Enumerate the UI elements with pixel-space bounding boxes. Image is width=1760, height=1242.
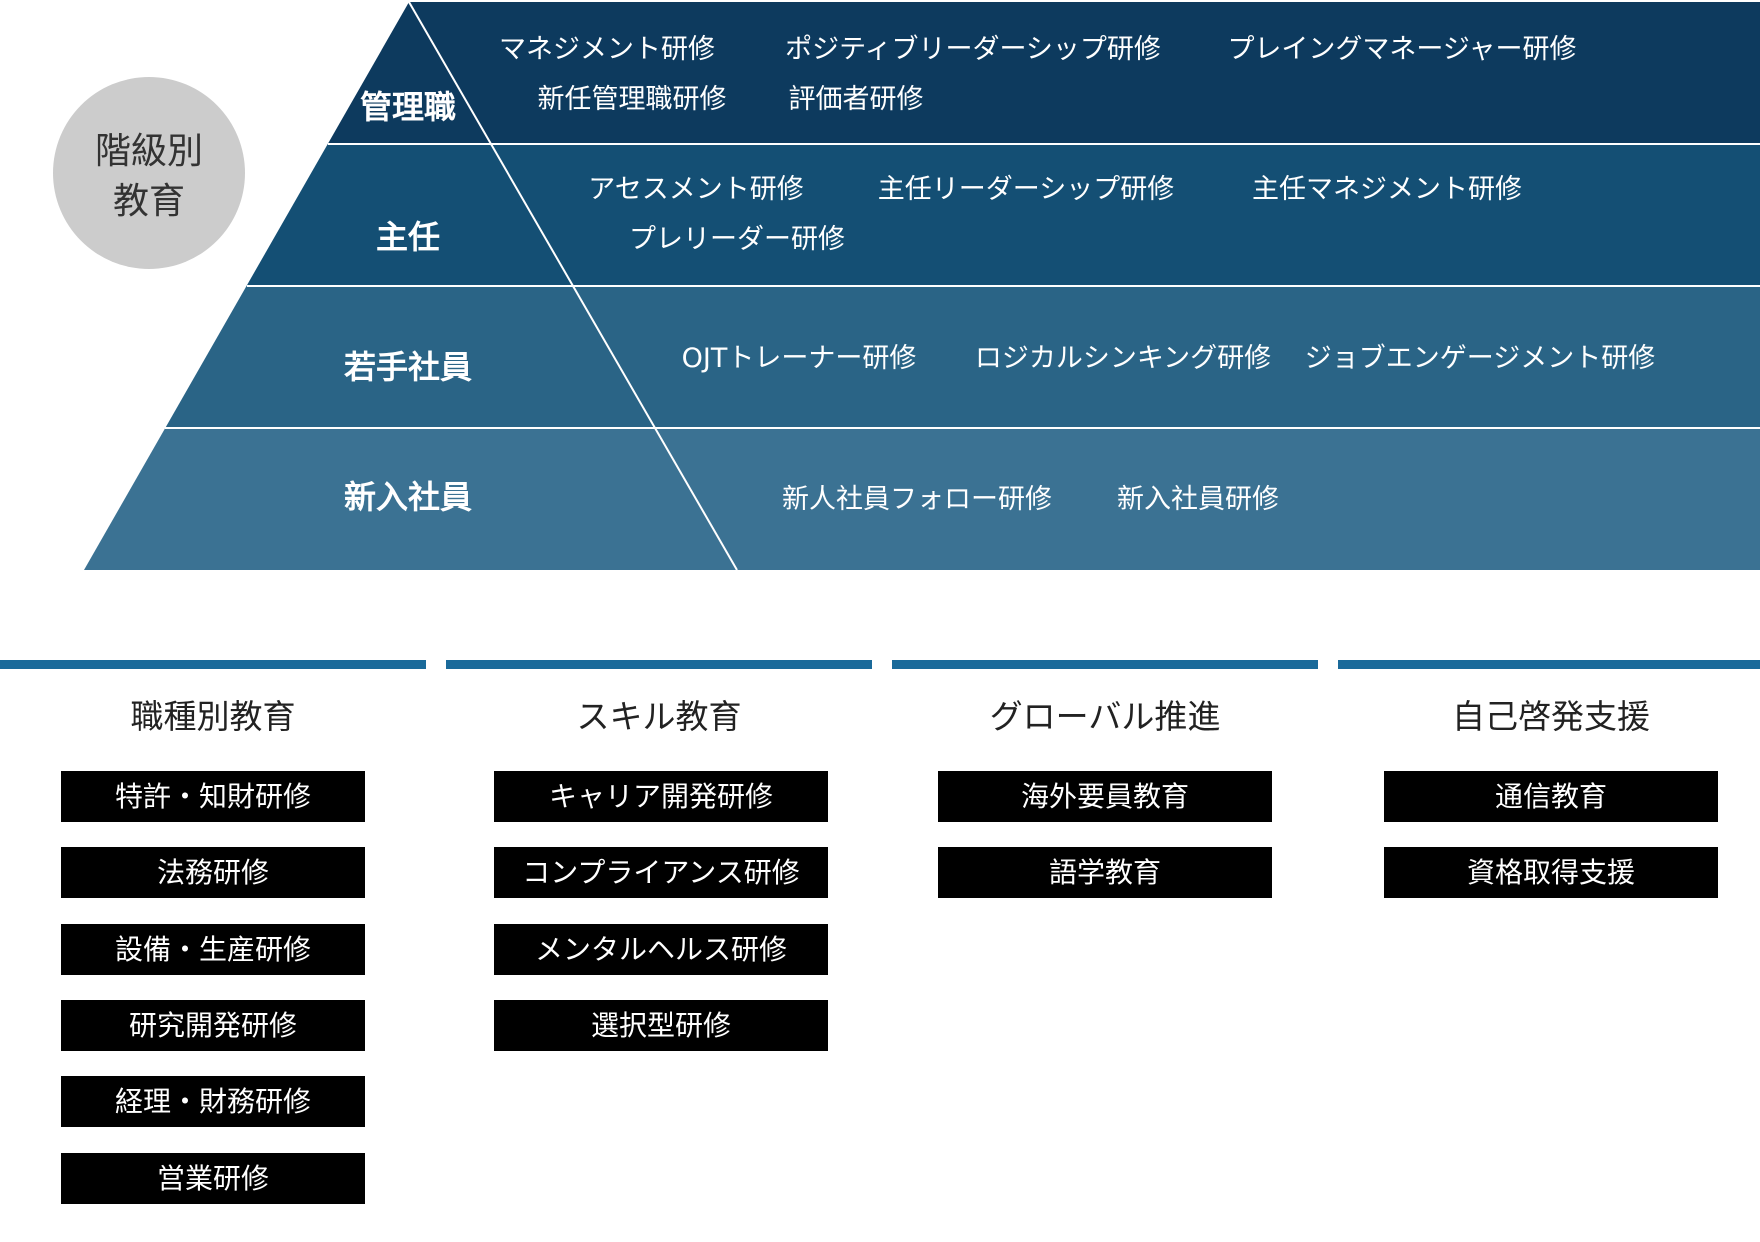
course-item: アセスメント研修 bbox=[588, 174, 803, 205]
category-item: 営業研修 bbox=[61, 1153, 365, 1204]
category-item: 設備・生産研修 bbox=[61, 924, 365, 975]
level-circle bbox=[53, 77, 245, 269]
category-item: メンタルヘルス研修 bbox=[494, 924, 828, 975]
category-item: 資格取得支援 bbox=[1384, 847, 1718, 898]
category-title: グローバル推進 bbox=[989, 697, 1221, 736]
category-item: 選択型研修 bbox=[494, 1000, 828, 1051]
tier-label-management: 管理職 bbox=[360, 88, 456, 126]
category-title: スキル教育 bbox=[576, 697, 742, 736]
circle-label-line2: 教育 bbox=[113, 181, 185, 222]
category-skill: スキル教育 キャリア開発研修 コンプライアンス研修 メンタルヘルス研修 選択型研… bbox=[446, 660, 872, 1051]
category-item: コンプライアンス研修 bbox=[494, 847, 828, 898]
course-item: OJTトレーナー研修 bbox=[682, 343, 917, 374]
category-item: 海外要員教育 bbox=[938, 771, 1272, 822]
tier-label-young: 若手社員 bbox=[344, 348, 472, 386]
course-item: ジョブエンゲージメント研修 bbox=[1305, 343, 1655, 374]
category-item: 研究開発研修 bbox=[61, 1000, 365, 1051]
pyramid-diagonal bbox=[408, 1, 738, 571]
category-item: 特許・知財研修 bbox=[61, 771, 365, 822]
category-title: 自己啓発支援 bbox=[1452, 697, 1650, 736]
course-item: マネジメント研修 bbox=[499, 34, 715, 65]
course-item: プレリーダー研修 bbox=[629, 224, 845, 255]
course-item: プレイングマネージャー研修 bbox=[1227, 34, 1576, 65]
category-item: キャリア開発研修 bbox=[494, 771, 828, 822]
circle-label-line1: 階級別 bbox=[95, 131, 203, 172]
category-rule bbox=[892, 660, 1318, 669]
course-item: ロジカルシンキング研修 bbox=[975, 343, 1271, 374]
top-gap bbox=[409, 0, 1760, 2]
category-rule bbox=[0, 660, 426, 669]
category-item: 法務研修 bbox=[61, 847, 365, 898]
course-item: 主任マネジメント研修 bbox=[1252, 174, 1522, 205]
category-item: 語学教育 bbox=[938, 847, 1272, 898]
course-item: 新任管理職研修 bbox=[538, 84, 727, 115]
course-item: ポジティブリーダーシップ研修 bbox=[785, 34, 1161, 65]
course-item: 主任リーダーシップ研修 bbox=[878, 174, 1174, 205]
category-selfdev: 自己啓発支援 通信教育 資格取得支援 bbox=[1338, 660, 1760, 898]
category-rule bbox=[1338, 660, 1760, 669]
category-item: 経理・財務研修 bbox=[61, 1076, 365, 1127]
course-item: 評価者研修 bbox=[789, 84, 924, 115]
course-item: 新人社員フォロー研修 bbox=[782, 484, 1052, 515]
tier-label-chief: 主任 bbox=[376, 218, 440, 256]
course-item: 新入社員研修 bbox=[1117, 484, 1279, 515]
category-global: グローバル推進 海外要員教育 語学教育 bbox=[892, 660, 1318, 898]
category-jobtype: 職種別教育 特許・知財研修 法務研修 設備・生産研修 研究開発研修 経理・財務研… bbox=[0, 660, 426, 1204]
pyramid-diagram: 階級別 教育 管理職 主任 若手社員 新入社員 マネジメント研修 ポジティブリー… bbox=[0, 0, 1760, 571]
category-item: 通信教育 bbox=[1384, 771, 1718, 822]
tier-band-new bbox=[0, 428, 1760, 570]
category-title: 職種別教育 bbox=[130, 697, 296, 736]
category-rule bbox=[446, 660, 872, 669]
tier-label-new: 新入社員 bbox=[344, 478, 472, 516]
tier-band-young bbox=[0, 286, 1760, 428]
